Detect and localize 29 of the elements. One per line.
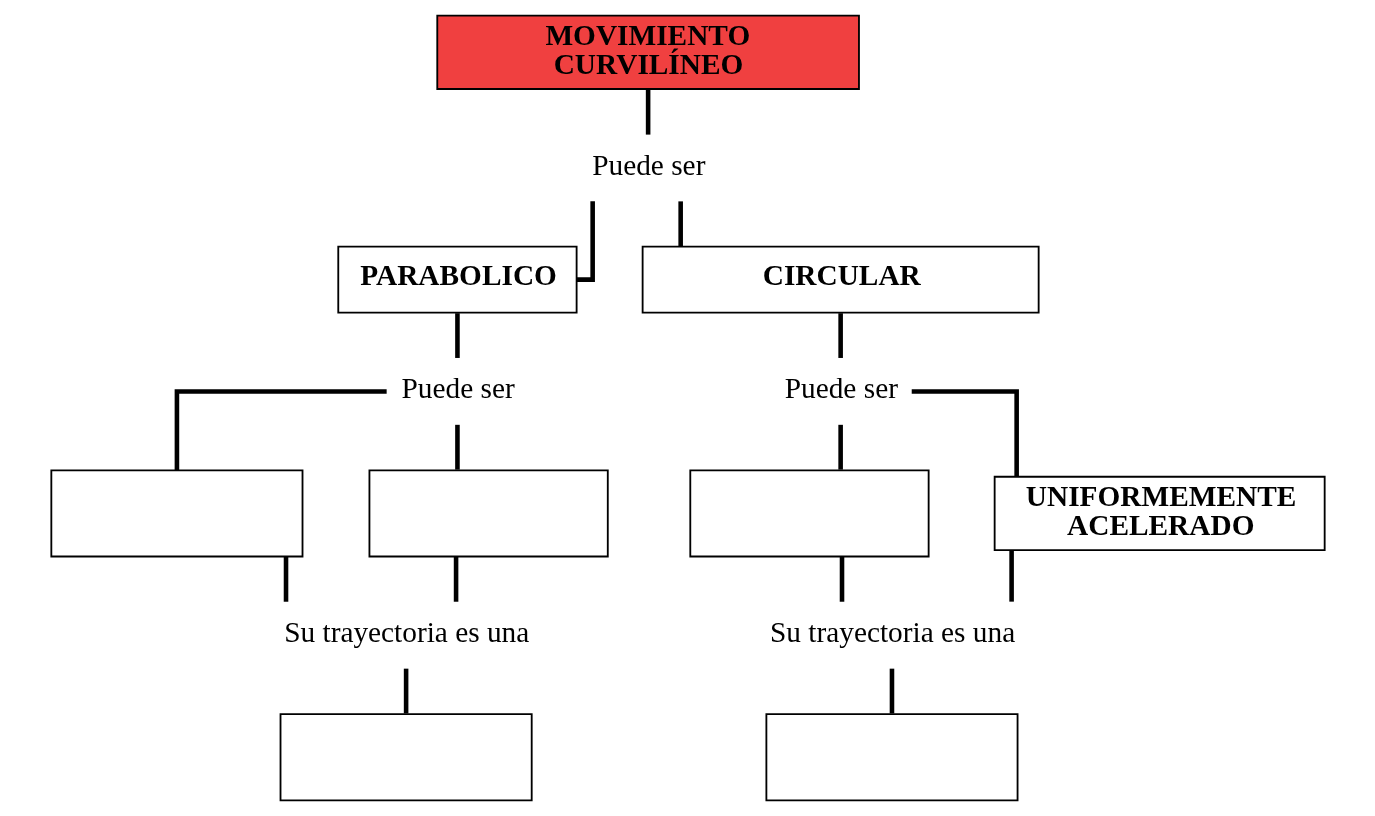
node-text: Puede ser (401, 372, 515, 405)
node-box (368, 469, 609, 558)
node-box (279, 713, 533, 802)
node-text: Puede ser (784, 372, 898, 405)
connector (454, 313, 460, 358)
connector (1008, 550, 1014, 602)
connector (454, 424, 460, 470)
node-box (764, 713, 1018, 802)
connector (576, 201, 595, 282)
connector (837, 424, 843, 470)
connector (283, 556, 288, 602)
connector (911, 389, 1019, 477)
connector (889, 668, 894, 714)
connector (839, 556, 844, 602)
connector (677, 201, 683, 247)
node-text: Puede ser (591, 148, 705, 181)
connector (837, 313, 843, 358)
connector (645, 89, 650, 135)
node-box: PARABOLICO (336, 245, 578, 314)
node-box: CIRCULAR (641, 245, 1040, 314)
connector (174, 389, 387, 471)
node-text: Su trayectoria es una (769, 616, 1015, 649)
connector (403, 668, 408, 714)
node-box: UNIFORMEMENTE ACELERADO (993, 475, 1326, 551)
node-box (49, 469, 303, 558)
node-text: Su trayectoria es una (283, 616, 529, 649)
node-box (688, 469, 930, 558)
connector (453, 556, 458, 602)
node-box: MOVIMIENTO CURVILÍNEO (435, 14, 860, 90)
